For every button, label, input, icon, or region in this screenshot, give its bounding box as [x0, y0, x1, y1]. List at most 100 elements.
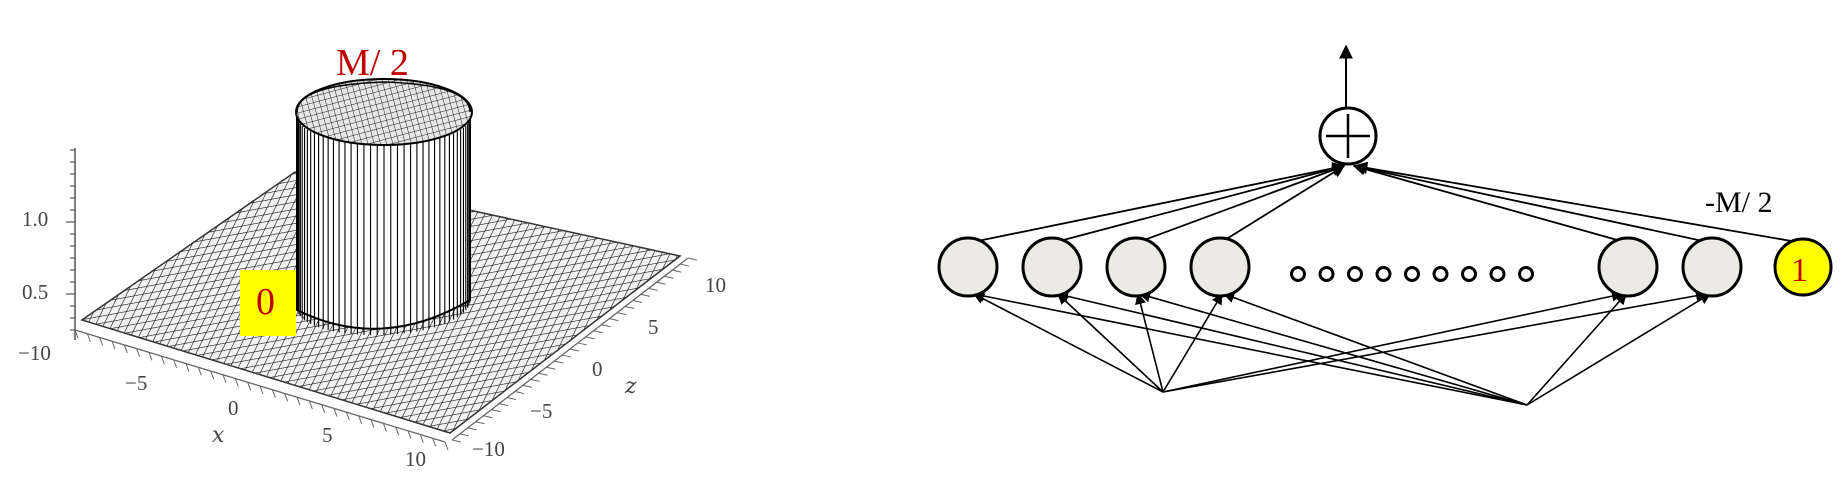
vertical-tick-label: 0.5 — [22, 280, 48, 304]
z-axis-ticks — [451, 257, 698, 443]
vertical-axis-ticks — [66, 149, 75, 331]
z-tick-label: −10 — [472, 437, 505, 461]
x-axis-tick — [136, 348, 141, 357]
hidden-node — [1189, 236, 1251, 298]
x-axis-tick — [419, 434, 424, 443]
ellipsis-dot — [1318, 266, 1335, 282]
z-axis-tick — [554, 360, 564, 364]
ellipsis-dot — [1375, 266, 1392, 282]
x-tick-label: 5 — [322, 423, 333, 447]
z-axis-tick — [624, 306, 635, 310]
x-axis-tick — [284, 393, 289, 402]
x-axis-tick — [247, 382, 252, 391]
z-axis-tick — [459, 433, 469, 437]
z-axis-tick — [569, 348, 580, 352]
hidden-node — [1021, 236, 1083, 298]
zero-highlight-box — [240, 270, 296, 336]
x-axis-tick — [395, 426, 400, 436]
bias-node — [1773, 237, 1833, 297]
x-axis-tick — [111, 341, 116, 350]
z-tick-label: 5 — [648, 315, 659, 339]
hidden-node — [937, 236, 999, 298]
z-axis-tick — [593, 330, 603, 334]
z-axis-tick — [546, 366, 556, 370]
z-axis-tick — [609, 318, 619, 322]
input-to-hidden-arrows — [972, 290, 1711, 406]
ellipsis-dot — [1461, 266, 1477, 282]
hidden-node — [1597, 236, 1659, 298]
x-axis-tick — [432, 438, 437, 447]
x-axis-tick — [99, 337, 104, 346]
z-axis-tick — [475, 421, 485, 425]
x-axis-tick — [308, 400, 313, 410]
x-axis-tick — [333, 408, 338, 417]
x-axis-tick — [74, 329, 79, 339]
z-axis-label: z — [624, 374, 637, 399]
x-axis-tick — [148, 352, 153, 361]
z-tick-label: 10 — [705, 273, 726, 297]
bias-weight-label: -M/ 2 — [1705, 186, 1773, 219]
x-axis-tick — [444, 441, 449, 451]
x-axis-tick — [123, 344, 128, 354]
zero-label: 0 — [256, 281, 275, 323]
x-axis-tick — [345, 411, 350, 421]
x-axis-tick — [370, 419, 375, 428]
z-axis-tick — [585, 336, 595, 340]
x-axis-tick — [382, 423, 387, 432]
z-axis-tick — [506, 397, 517, 401]
z-axis-tick — [530, 378, 540, 382]
z-axis-tick — [664, 275, 674, 279]
hidden-layer — [937, 236, 1743, 298]
x-axis-tick — [86, 333, 91, 342]
x-axis-tick — [259, 385, 264, 395]
x-axis-tick — [173, 359, 178, 369]
ellipsis-dot — [1404, 266, 1420, 282]
x-axis-tick — [358, 415, 363, 425]
network-diagram: -M/ 2 1 — [937, 44, 1833, 406]
hidden-node — [1105, 236, 1167, 298]
bias-node-label: 1 — [1791, 252, 1808, 289]
x-tick-label: −5 — [125, 371, 147, 395]
vertical-tick-label: 1.0 — [22, 207, 48, 231]
ellipsis-dot — [1432, 266, 1449, 282]
x-axis-tick — [197, 367, 202, 376]
z-axis-tick — [680, 263, 690, 267]
z-axis-tick — [617, 312, 627, 316]
z-axis-tick — [538, 372, 548, 376]
x-axis-tick — [271, 389, 276, 398]
x-tick-label: 10 — [405, 447, 426, 471]
z-axis-tick — [632, 299, 643, 303]
z-axis-tick — [451, 439, 462, 443]
z-axis-tick — [656, 281, 666, 285]
cylinder-surface — [295, 78, 473, 336]
x-axis-tick — [407, 430, 412, 439]
z-axis-tick — [601, 324, 611, 328]
hidden-layer-ellipsis — [1290, 266, 1534, 282]
x-axis-tick — [321, 404, 326, 413]
x-axis-tick — [222, 374, 227, 383]
z-axis-tick — [672, 269, 682, 273]
z-axis-tick — [640, 293, 650, 297]
x-axis-tick — [185, 363, 190, 372]
z-axis-tick — [467, 427, 477, 431]
ellipsis-dot — [1489, 266, 1506, 282]
z-axis-tick — [499, 403, 509, 407]
x-axis-tick — [160, 355, 165, 365]
z-axis-tick — [514, 390, 525, 394]
z-axis-tick — [562, 354, 572, 358]
x-tick-label: −10 — [18, 341, 51, 365]
z-axis-tick — [522, 384, 532, 388]
x-tick-label: 0 — [228, 396, 239, 420]
x-axis-ticks — [74, 329, 449, 451]
z-tick-label: 0 — [592, 357, 603, 381]
x-axis-tick — [234, 378, 239, 387]
z-tick-label: −5 — [530, 399, 552, 423]
ellipsis-dot — [1290, 266, 1306, 282]
x-axis-tick — [210, 370, 215, 380]
surface-plot: 1.0 0.5 −10 −5 0 5 10 x 10 5 0 −5 −10 z … — [18, 42, 726, 471]
z-axis-tick — [491, 409, 501, 413]
ellipsis-dot — [1347, 266, 1363, 282]
peak-height-label: M/ 2 — [336, 42, 409, 84]
z-axis-tick — [687, 257, 698, 261]
